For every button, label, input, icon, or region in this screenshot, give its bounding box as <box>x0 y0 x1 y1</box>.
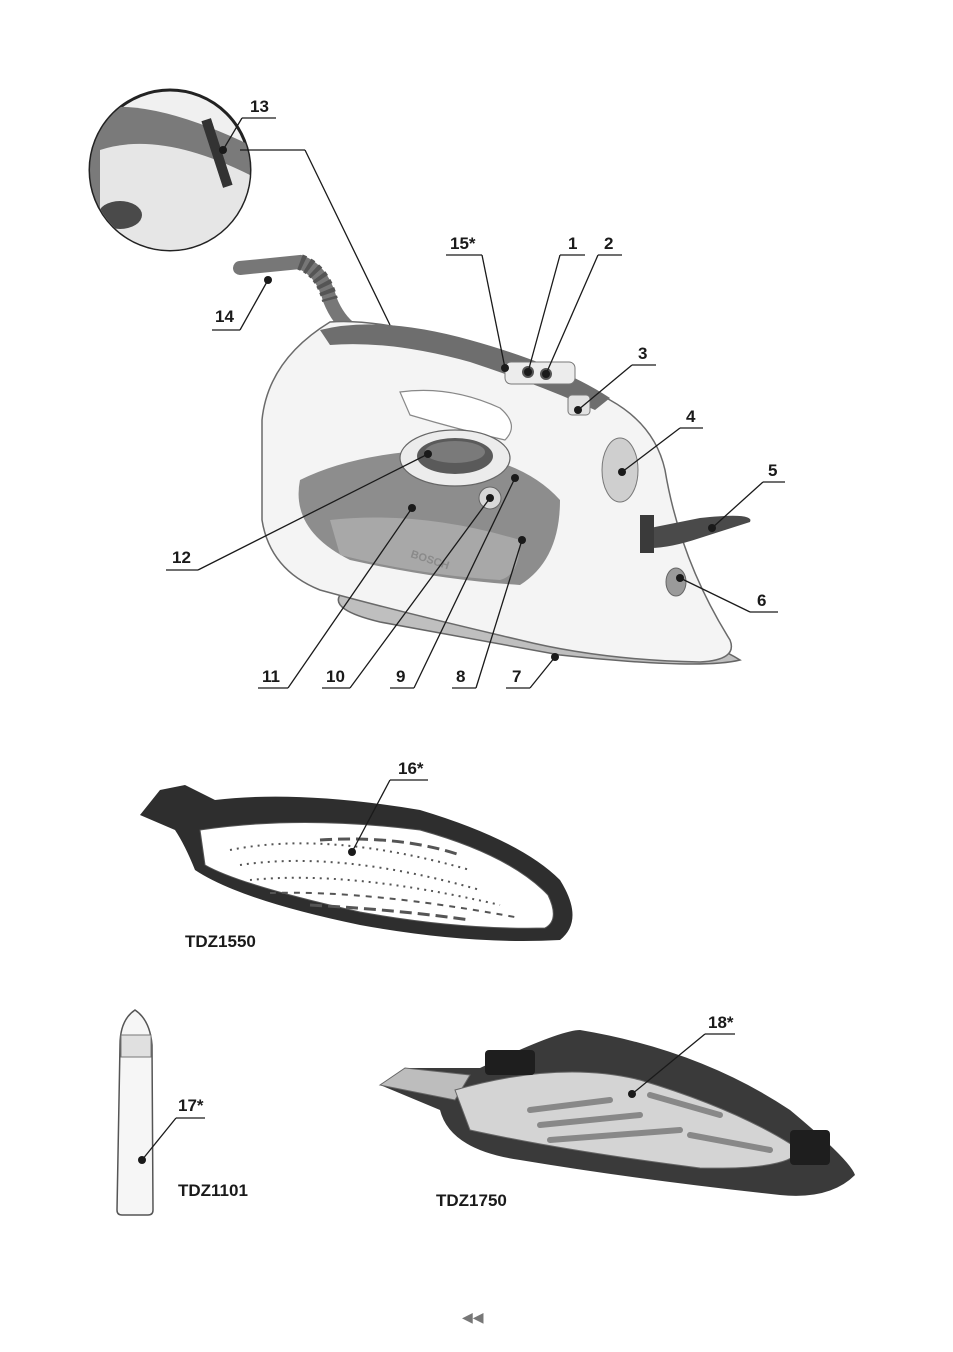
callout-6: 6 <box>757 591 766 610</box>
soleplate-cover: 16* TDZ1550 <box>140 759 573 951</box>
descaling-stick: 17* TDZ1101 <box>117 1010 248 1215</box>
callout-4: 4 <box>686 407 696 426</box>
callout-1: 1 <box>568 234 577 253</box>
soleplate-shoe: 18* TDZ1750 <box>380 1013 855 1210</box>
callout-8: 8 <box>456 667 465 686</box>
callout-11: 11 <box>262 667 280 686</box>
callout-5: 5 <box>768 461 777 480</box>
callout-7: 7 <box>512 667 521 686</box>
model-tdz1101: TDZ1101 <box>178 1181 248 1200</box>
callout-12: 12 <box>172 548 191 567</box>
callout-2: 2 <box>604 234 613 253</box>
callout-17: 17* <box>178 1096 204 1115</box>
model-tdz1750: TDZ1750 <box>436 1191 507 1210</box>
model-tdz1550: TDZ1550 <box>185 932 256 951</box>
nav-back-icon: ◀◀ <box>462 1310 484 1326</box>
callout-9: 9 <box>396 667 405 686</box>
callout-10: 10 <box>326 667 345 686</box>
detail-inset <box>90 90 390 325</box>
callout-18: 18* <box>708 1013 734 1032</box>
callout-3: 3 <box>638 344 647 363</box>
callout-16: 16* <box>398 759 424 778</box>
callout-14: 14 <box>215 307 234 326</box>
callout-13: 13 <box>250 97 269 116</box>
callout-15: 15* <box>450 234 476 253</box>
